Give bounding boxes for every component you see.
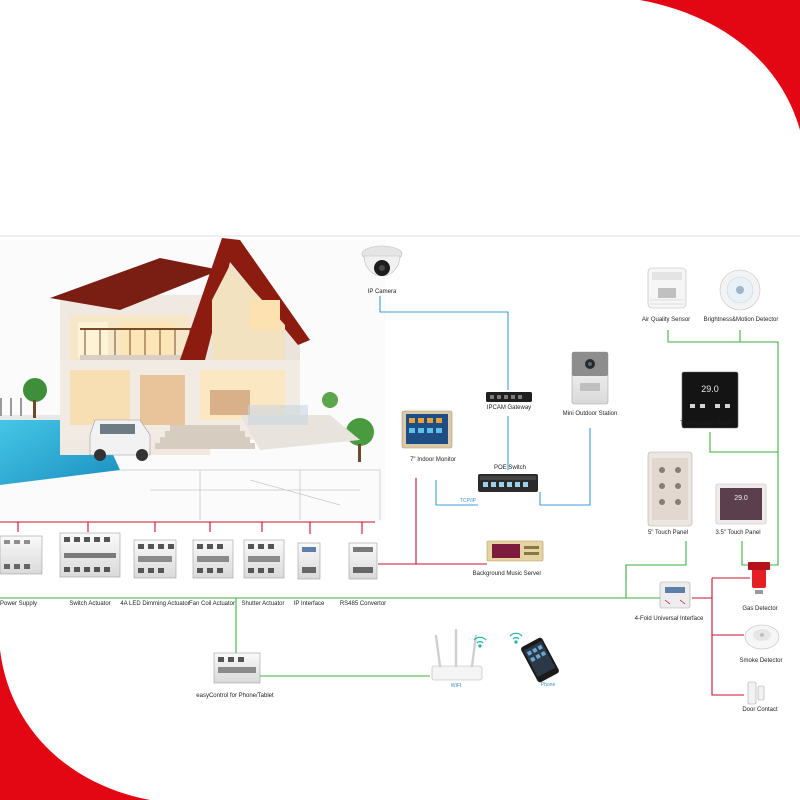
ip-camera-device [361,245,403,277]
thermostatic-panel-device: 29.0 [681,371,739,429]
background-music-server-device [486,540,544,562]
ip-interface-label: IP Interface [293,601,325,607]
universal-interface-label: 4-Fold Universal Interface [634,616,704,622]
air-quality-sensor-label: Air Quality Sensor [641,317,691,323]
poe-switch-label: POE Switch [493,465,527,471]
thermostatic-panel-label: Thermostatic Panel [680,421,732,427]
power-supply-label: Power Supply [0,601,38,607]
rs485-convertor-label: RS485 Convertor [339,601,387,607]
door-contact-label: Door Contact [742,707,778,713]
switch-actuator-label: Switch Actuator [69,601,111,607]
power-supply-device [0,535,43,575]
mini-outdoor-station-device [571,351,609,405]
switch-actuator-device [59,532,121,578]
touch-panel-35-display-text: 29.0 [734,495,748,502]
wifi-signal-icon [473,636,487,648]
air-quality-sensor-device [647,267,687,309]
gas-detector-device [748,562,770,594]
mini-outdoor-station-label: Mini Outdoor Station [562,411,618,417]
ip-interface-device [297,542,321,580]
touch-panel-35-device: 29.0 [715,483,767,525]
fan-coil-actuator-device [192,539,234,579]
touch-panel-5-device [647,451,693,527]
smoke-detector-device [744,624,780,650]
touch-panel-5-label: 5" Touch Panel [647,530,689,536]
brightness-motion-detector-device [719,269,761,311]
shutter-actuator-device [243,539,285,579]
red-corner-bottom-left [0,650,150,800]
background-music-server-label: Background Music Server [472,571,542,577]
led-dimming-actuator-label: 4A LED Dimming Actuator [120,601,190,607]
easycontrol-label: easyControl for Phone/Tablet [196,693,274,699]
tcp-ip-label: TCP/IP [459,498,477,504]
rs485-convertor-device [348,542,378,580]
universal-interface-device [659,581,691,609]
ip-camera-label: IP Camera [367,289,397,295]
easycontrol-device [213,652,261,684]
ipcam-gateway-device [486,392,532,402]
red-corner-top-right [640,0,800,130]
phone-signal-icon [509,632,523,644]
brightness-motion-detector-label: Brightness&Motion Detector [703,317,779,323]
phone-device [521,637,559,683]
thermostat-display-text: 29.0 [701,384,719,394]
door-contact-device [747,681,765,705]
phone-label: Phone [540,682,556,688]
led-dimming-actuator-device [133,539,177,579]
touch-panel-35-label: 3.5" Touch Panel [715,530,761,536]
wifi-router-device [431,628,483,681]
wifi-label: WIFI [450,683,462,689]
indoor-monitor-label: 7" Indoor Monitor [410,457,456,463]
shutter-actuator-label: Shutter Actuator [241,601,285,607]
gas-detector-label: Gas Detector [742,606,778,612]
network-wiring [379,296,591,506]
poe-switch-device [478,474,538,492]
bus-wiring-red [0,478,750,696]
indoor-monitor-device [401,410,453,449]
ipcam-gateway-label: IPCAM Gateway [486,405,532,411]
house-illustration [0,238,385,520]
smoke-detector-label: Smoke Detector [739,658,783,664]
fan-coil-actuator-label: Fan Coil Actuator [188,601,236,607]
